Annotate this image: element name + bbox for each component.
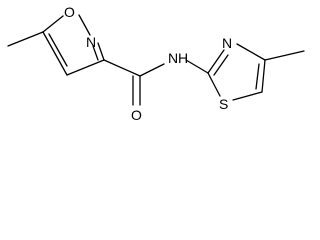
atom-label-carbonyl-o: O <box>131 107 142 123</box>
bond-c2-n3 <box>207 49 225 74</box>
bond-o1-n2 <box>78 14 91 36</box>
bond-n2-c3-double <box>92 45 99 61</box>
atom-label-thiazole-n: N <box>222 35 232 51</box>
bond-n3-c4 <box>236 43 266 61</box>
bond-c5-s1 <box>232 91 263 101</box>
bond-c4-c5-thiazole-double <box>255 63 260 90</box>
atom-label-isoxazole-n: N <box>86 34 96 50</box>
bond-carbonyl-nh <box>139 63 165 77</box>
bond-c2-n3-double <box>213 54 229 76</box>
bond-c3-c4 <box>66 59 105 76</box>
molecule-drawing: O N O N H N S <box>7 4 305 123</box>
bond-c4-c5 <box>42 31 68 76</box>
bond-c4-c5-thiazole <box>261 59 266 93</box>
atom-label-isoxazole-o: O <box>64 4 75 20</box>
bond-methyl-c5 <box>7 31 44 47</box>
structure-canvas: O N O N H N S <box>7 4 305 123</box>
bond-n2-c3 <box>97 42 105 61</box>
bond-c5-o1 <box>42 15 64 33</box>
atom-label-thiazole-s: S <box>219 96 228 112</box>
bond-c4-c5-double <box>48 33 68 67</box>
bond-c3-carbonyl <box>103 59 141 77</box>
bond-s1-c2 <box>207 72 221 97</box>
atom-label-amide-n: N <box>168 50 178 66</box>
bond-nh-c2 <box>185 59 209 74</box>
bond-c4-methyl <box>264 50 305 61</box>
atom-label-amide-h: H <box>178 50 188 66</box>
